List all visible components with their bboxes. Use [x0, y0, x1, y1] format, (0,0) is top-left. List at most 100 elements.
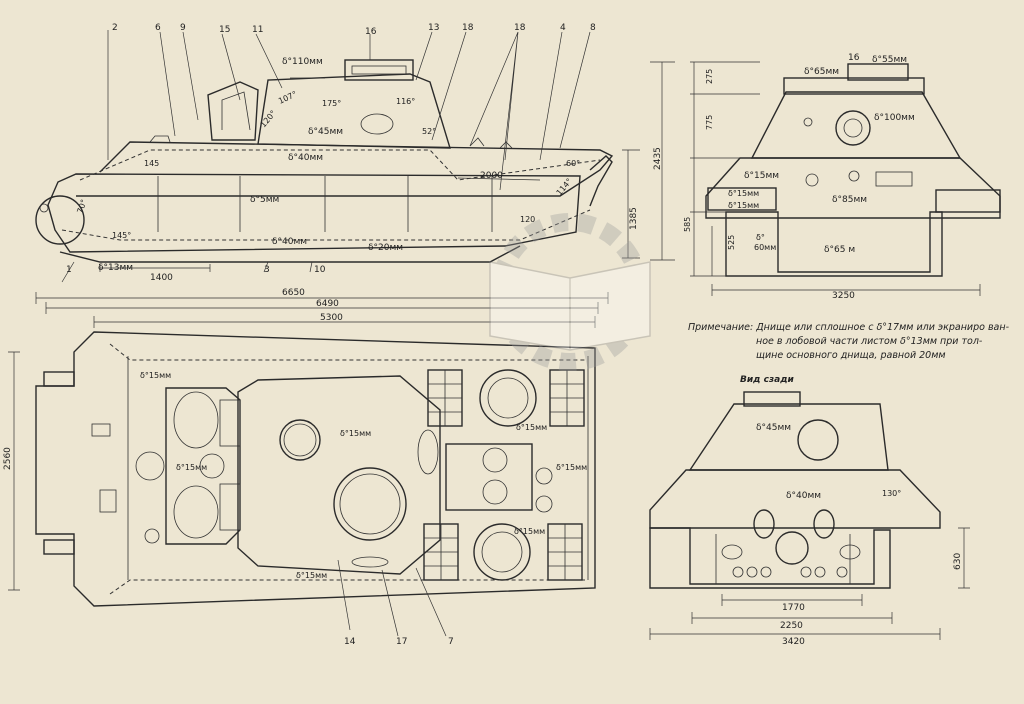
side-upper-hull: [76, 141, 614, 197]
dim-1400: 1400: [150, 273, 173, 283]
top-armor-15g: δ°15мм: [296, 571, 327, 580]
side-angle-116: 116°: [396, 97, 415, 106]
side-callout-11: 11: [252, 25, 263, 35]
top-commander-cupola: [333, 467, 407, 541]
front-view: 16 δ°65мм δ°55мм δ°100мм δ°15мм δ°85мм δ…: [683, 53, 1001, 301]
dim-2560: 2560: [3, 447, 13, 470]
rear-hull-hatch: [775, 531, 809, 565]
side-callout-18b: 18: [514, 23, 526, 33]
side-turret-outline: [257, 73, 451, 149]
dim-6490: 6490: [316, 299, 339, 309]
side-armor-110: δ°110мм: [282, 57, 323, 67]
top-callout-7: 7: [448, 637, 454, 647]
front-callout-16: 16: [848, 53, 860, 63]
front-armor-60: δ°: [756, 233, 765, 242]
rear-view-title: Вид сзади: [740, 375, 794, 385]
side-mantlet: [207, 81, 259, 141]
note-block: Примечание: Днище или сплошное с δ°17мм …: [688, 322, 1010, 361]
side-callout-10: 10: [314, 265, 326, 275]
dim-1770: 1770: [782, 603, 805, 613]
dim-630: 630: [953, 553, 963, 570]
top-fan-2: [473, 523, 531, 581]
front-armor-60v: 60мм: [754, 243, 776, 252]
top-armor-15d: δ°15мм: [516, 423, 547, 432]
front-turret-outline: [750, 91, 962, 159]
front-armor-15: δ°15мм: [744, 171, 779, 181]
top-fan-1: [479, 369, 537, 427]
top-turret-outline: [237, 375, 441, 575]
dim-6650: 6650: [282, 288, 305, 298]
rear-exhaust-left: [753, 509, 775, 539]
side-armor-13: δ°13мм: [98, 263, 133, 273]
rear-angle-130: 130°: [882, 489, 901, 498]
rear-view: Вид сзади δ°45мм δ°40мм 130° 1770 2250 3…: [649, 375, 970, 647]
front-armor-65b: δ°65 м: [824, 245, 855, 255]
side-angle-120b: 120: [520, 215, 535, 224]
dim-3420: 3420: [782, 637, 805, 647]
side-callout-2: 2: [112, 23, 118, 33]
top-armor-15a: δ°15мм: [140, 371, 171, 380]
dim-1385: 1385: [629, 207, 639, 230]
side-callout-15: 15: [219, 25, 230, 35]
side-angle-145: 145: [144, 159, 159, 168]
top-armor-15f: δ°15мм: [514, 527, 545, 536]
front-armor-55: δ°55мм: [872, 55, 907, 65]
front-lower-hull: [725, 211, 943, 277]
side-callout-4: 4: [560, 23, 566, 33]
rear-armor-45: δ°45мм: [756, 423, 791, 433]
front-armor-100: δ°100мм: [874, 113, 915, 123]
note-line-1: Примечание: Днище или сплошное с δ°17мм …: [688, 322, 1010, 333]
side-view: 2 6 9 15 11 16 13 18 18 4 8 1 3 10 δ°110…: [35, 23, 675, 328]
side-callout-3: 3: [264, 265, 270, 275]
side-angle-60: 60°: [566, 159, 580, 168]
dim-2000: 2000: [480, 171, 503, 181]
rear-cupola: [743, 391, 801, 407]
dim-775: 775: [705, 115, 714, 130]
front-armor-65: δ°65мм: [804, 67, 839, 77]
side-angle-120: 120°: [259, 109, 278, 130]
note-line-2: ное в лобовой части листом δ°13мм при то…: [756, 336, 983, 347]
dim-525: 525: [727, 235, 736, 250]
rear-exhaust-right: [813, 509, 835, 539]
top-callout-17: 17: [396, 637, 407, 647]
top-armor-15e: δ°15мм: [556, 463, 587, 472]
side-angle-175: 175°: [322, 99, 341, 108]
rear-hatch: [797, 419, 839, 461]
top-hull-outline: [35, 331, 596, 607]
side-armor-5: δ°5мм: [250, 195, 279, 205]
side-cupola: [344, 59, 414, 81]
watermark-logo: [489, 213, 651, 371]
dim-2435: 2435: [653, 147, 663, 170]
front-left-track: [707, 187, 777, 211]
front-armor-15a: δ°15мм: [728, 189, 759, 198]
rear-lower-hull: [649, 527, 891, 589]
side-track-box: [47, 173, 581, 253]
dim-275: 275: [705, 69, 714, 84]
front-armor-85: δ°85мм: [832, 195, 867, 205]
top-armor-15b: δ°15мм: [176, 463, 207, 472]
side-angle-114: 114°: [555, 177, 574, 198]
note-line-3: щине основного днища, равной 20мм: [756, 350, 946, 361]
dim-5300: 5300: [320, 313, 343, 323]
side-angle-145b: 145°: [112, 231, 131, 240]
dim-585: 585: [683, 217, 692, 232]
side-armor-45: δ°45мм: [308, 127, 343, 137]
side-callout-16: 16: [365, 27, 377, 37]
side-floor-hidden-line: [61, 209, 591, 241]
dim-2250: 2250: [780, 621, 803, 631]
front-right-track: [935, 189, 1001, 213]
top-callout-14: 14: [344, 637, 356, 647]
top-view: δ°15мм δ°15мм δ°15мм δ°15мм δ°15мм δ°15м…: [3, 331, 596, 647]
front-turret-roof: [783, 77, 925, 95]
side-angle-70: 70°: [75, 198, 88, 214]
front-gun-mantlet: [835, 110, 871, 146]
side-armor-20: δ°20мм: [368, 243, 403, 253]
front-armor-15b: δ°15мм: [728, 201, 759, 210]
rear-turret-outline: [688, 403, 889, 471]
dim-3250: 3250: [832, 291, 855, 301]
side-armor-40: δ°40мм: [288, 153, 323, 163]
side-callout-13: 13: [428, 23, 439, 33]
side-angle-52: 52°: [422, 127, 436, 136]
side-idler-wheel: [35, 195, 85, 245]
